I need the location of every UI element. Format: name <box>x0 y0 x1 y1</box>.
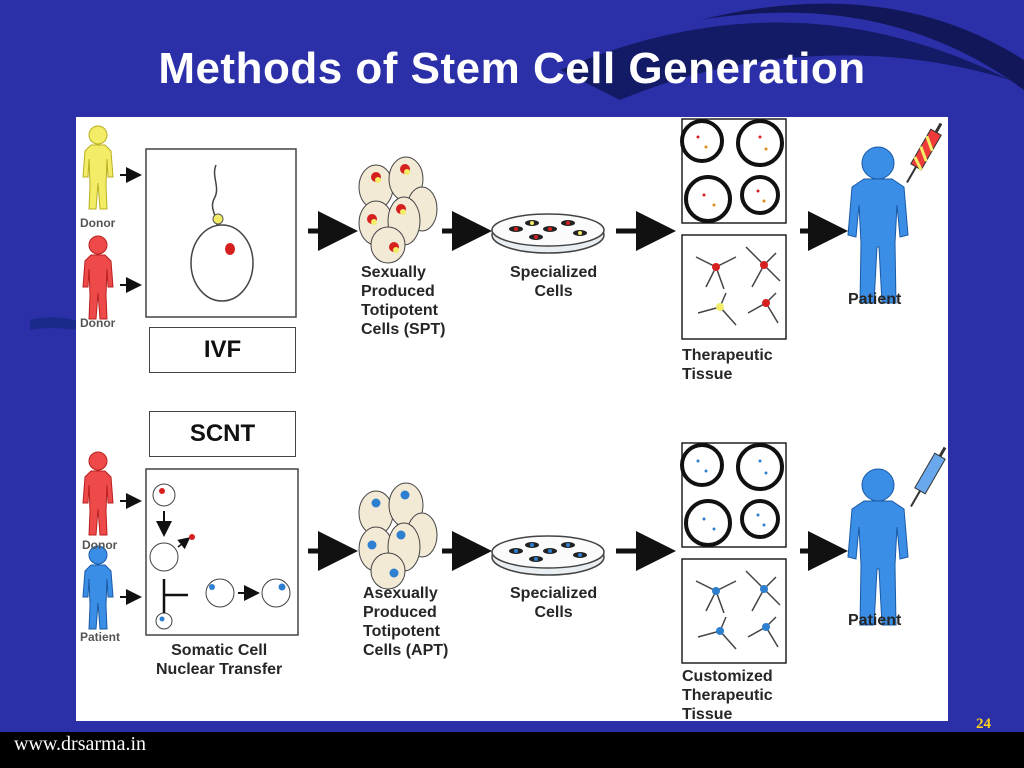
scnt-specialized-cells-label: Specialized Cells <box>510 585 598 621</box>
apt-label: Asexually Produced Totipotent Cells (APT… <box>363 585 449 659</box>
scnt-patient-small-label: Patient <box>80 630 121 644</box>
ivf-tissue-neurons-icon <box>681 234 787 340</box>
scnt-petri-dish-icon <box>491 535 605 576</box>
syringe-icon <box>910 446 947 507</box>
egg-cell <box>190 224 254 302</box>
spt-label: Sexually Produced Totipotent Cells (SPT) <box>361 264 446 338</box>
scnt-patient-label: Patient <box>848 612 902 629</box>
scnt-box-label: SCNT <box>149 411 296 457</box>
slide-title: Methods of Stem Cell Generation <box>158 44 866 93</box>
scnt-tissue-round-cells-icon <box>680 442 787 548</box>
ivf-donor-male-icon <box>82 125 114 210</box>
scnt-donor-label: Donor <box>82 538 118 552</box>
syringe-icon <box>906 122 943 183</box>
ivf-donor-female-icon <box>82 235 114 320</box>
ivf-recipient-patient-icon <box>847 146 909 304</box>
therapeutic-tissue-label: Therapeutic Tissue <box>682 347 773 383</box>
stem-cell-diagram <box>82 118 947 664</box>
ivf-patient-label: Patient <box>848 291 902 308</box>
ivf-specialized-cells-label: Specialized Cells <box>510 264 598 300</box>
scnt-recipient-patient-icon <box>847 468 909 626</box>
page-number: 24 <box>976 716 991 732</box>
apt-morula-icon <box>358 482 438 590</box>
ivf-petri-dish-icon <box>491 213 605 254</box>
scnt-patient-small-icon <box>82 545 114 630</box>
ivf-box-label: IVF <box>149 327 296 373</box>
scnt-donor-female-icon <box>82 451 114 536</box>
somatic-cell-nuclear-transfer-label: Somatic Cell Nuclear Transfer <box>156 642 283 678</box>
footer-url: www.drsarma.in <box>14 733 147 755</box>
footer-bar <box>0 732 1024 768</box>
ivf-donor-female-label: Donor <box>80 316 116 330</box>
ivf-tissue-round-cells-icon <box>680 118 787 224</box>
customized-therapeutic-tissue-label: Customized Therapeutic Tissue <box>682 668 773 723</box>
scnt-tissue-neurons-icon <box>681 558 787 664</box>
spt-morula-icon <box>358 156 438 264</box>
ivf-donor-male-label: Donor <box>80 216 116 230</box>
